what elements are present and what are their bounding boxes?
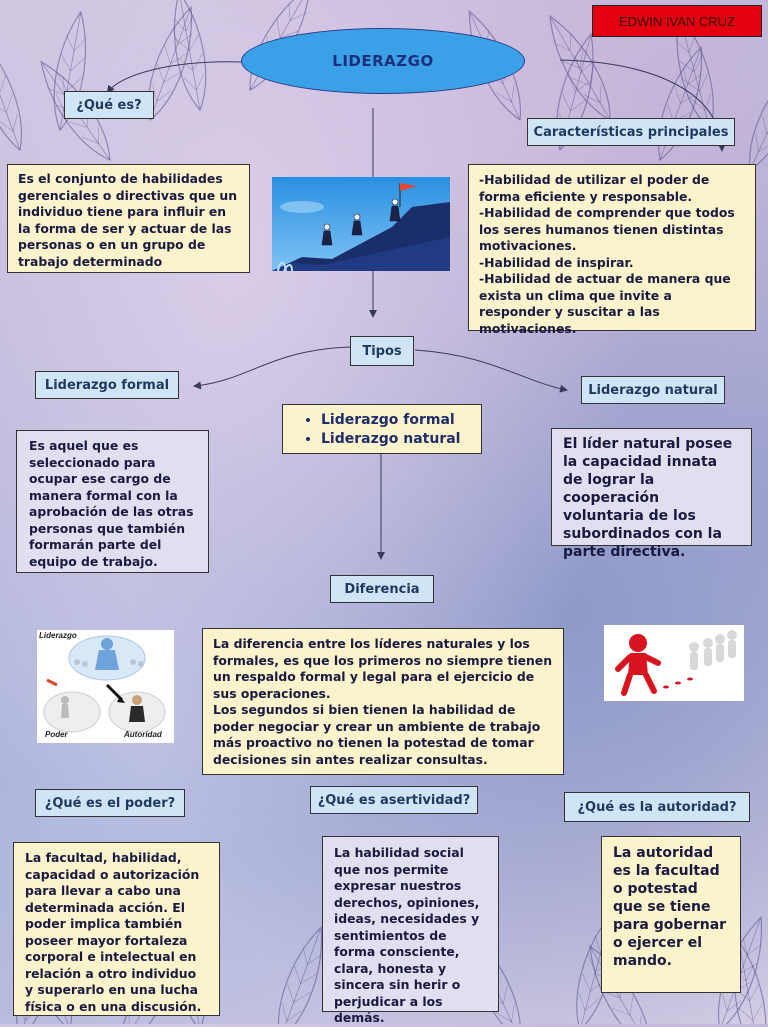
tipos-list-box: Liderazgo formal Liderazgo natural (282, 404, 482, 454)
caracteristicas-box: -Habilidad de utilizar el poder de forma… (468, 164, 756, 331)
liderazgo-natural-label: Liderazgo natural (581, 376, 725, 404)
autoridad-text: La autoridad es la facultad o potestad q… (601, 836, 741, 993)
author-label: EDWIN IVAN CRUZ (592, 5, 762, 37)
leadership-climb-image (272, 177, 450, 271)
poder-autoridad-diagram: Liderazgo Poder Autoridad (37, 630, 174, 743)
diferencia-label: Diferencia (330, 575, 434, 603)
poder-text: La facultad, habilidad, capacidad o auto… (13, 842, 220, 1016)
asertividad-label: ¿Qué es asertividad? (310, 786, 478, 814)
poder-label: ¿Qué es el poder? (35, 789, 185, 817)
caracteristicas-label: Características principales (527, 118, 735, 146)
tipos-list-item: Liderazgo formal (321, 411, 477, 430)
liderazgo-natural-text: El líder natural posee la capacidad inna… (551, 428, 752, 546)
caracteristica-item: -Habilidad de actuar de manera que exist… (479, 271, 745, 337)
que-es-label: ¿Qué es? (64, 91, 154, 119)
diferencia-paragraph-2: Los segundos si bien tienen la habilidad… (213, 702, 553, 768)
caracteristica-item: -Habilidad de comprender que todos los s… (479, 205, 745, 255)
liderazgo-formal-text: Es aquel que es seleccionado para ocupar… (16, 430, 209, 573)
liderazgo-formal-label: Liderazgo formal (35, 371, 179, 399)
caracteristica-item: -Habilidad de utilizar el poder de forma… (479, 172, 745, 205)
que-es-text: Es el conjunto de habilidades gerenciale… (7, 164, 250, 273)
title-oval: LIDERAZGO (241, 28, 525, 94)
diagram-label-autoridad: Autoridad (124, 730, 162, 739)
red-leader-image (604, 625, 744, 701)
diferencia-box: La diferencia entre los líderes naturale… (202, 628, 564, 775)
diagram-label-liderazgo: Liderazgo (39, 631, 77, 640)
caracteristica-item: -Habilidad de inspirar. (479, 255, 745, 272)
tipos-label: Tipos (350, 336, 414, 366)
diferencia-paragraph-1: La diferencia entre los líderes naturale… (213, 636, 553, 702)
tipos-list-item: Liderazgo natural (321, 430, 477, 449)
autoridad-label: ¿Qué es la autoridad? (564, 792, 750, 822)
diagram-label-poder: Poder (45, 730, 68, 739)
asertividad-text: La habilidad social que nos permite expr… (322, 836, 499, 1012)
